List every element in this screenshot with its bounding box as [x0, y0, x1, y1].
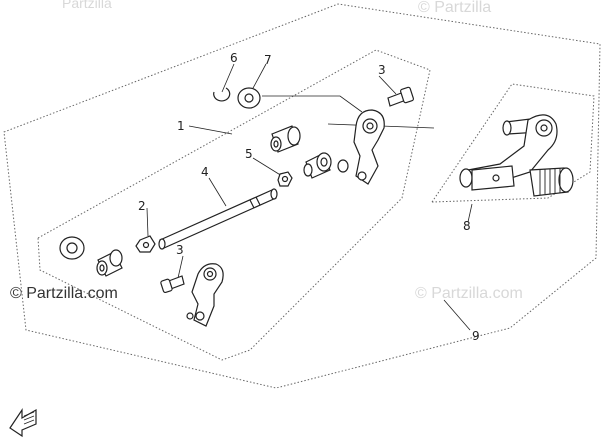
- bushing-lower-part: [303, 152, 332, 179]
- shift-arm-lower-part: [186, 263, 224, 327]
- bolt-upper-part: [387, 86, 414, 107]
- watermark-top: Partzilla: [62, 0, 112, 11]
- callout-4: 4: [201, 165, 209, 179]
- callout-8: 8: [463, 219, 471, 233]
- outer-assembly-outline: [3, 3, 601, 389]
- shift-pedal-part: [459, 114, 574, 197]
- watermark-top-right: © Partzilla: [418, 0, 491, 16]
- callout-5: 5: [245, 147, 253, 161]
- callout-7: 7: [264, 53, 272, 67]
- shift-shaft-part: [158, 188, 278, 250]
- watermark-right: © Partzilla.com: [415, 285, 523, 302]
- callout-3-upper: 3: [378, 63, 386, 77]
- callout-1: 1: [177, 119, 185, 133]
- bushing-left-part: [59, 236, 85, 260]
- shaft-nut-part: [135, 235, 156, 253]
- callout-2: 2: [138, 199, 146, 213]
- pedal-assembly-outline: [431, 83, 595, 203]
- bolt-lower-part: [160, 275, 185, 294]
- callout-6: 6: [230, 51, 238, 65]
- washer-part: [237, 87, 261, 109]
- bushing-upper-part: [270, 125, 301, 153]
- watermark-main: © Partzilla.com: [10, 285, 118, 302]
- shift-arm-upper-part: [353, 109, 385, 185]
- front-arrow-icon: [9, 408, 37, 438]
- o-ring-part: [337, 159, 349, 173]
- nut-part: [277, 171, 293, 187]
- callout-9: 9: [472, 329, 480, 343]
- callout-3-lower: 3: [176, 243, 184, 257]
- circlip-part: [213, 87, 231, 102]
- shaft-assembly-outline: [37, 49, 431, 361]
- bushing-center-part: [96, 249, 123, 277]
